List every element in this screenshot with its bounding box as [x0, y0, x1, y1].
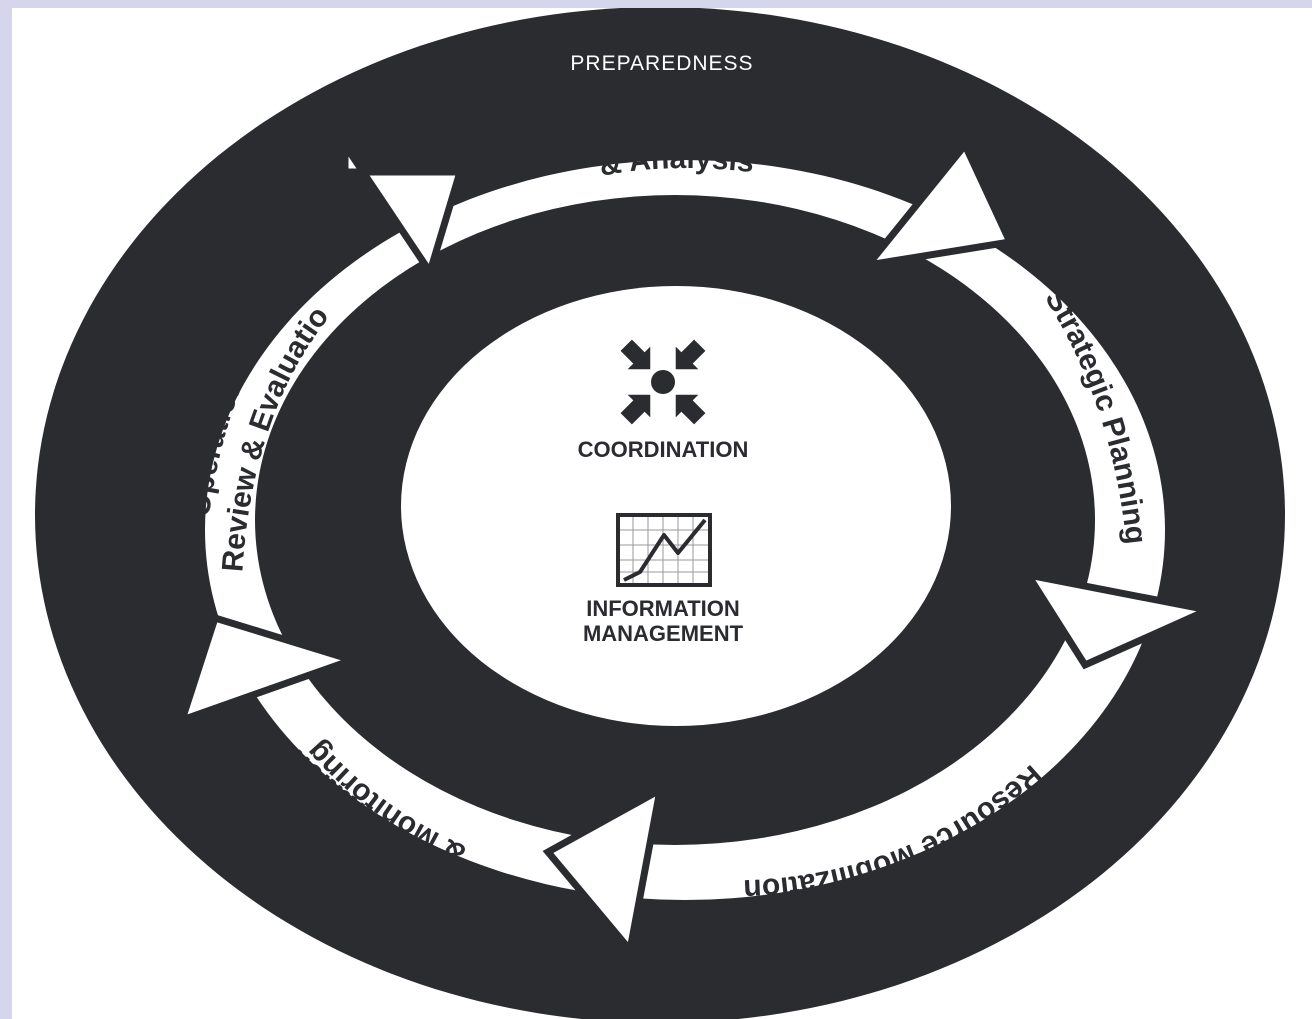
arrows-converging-icon: [620, 339, 706, 425]
center-hub: [401, 286, 951, 726]
arrowhead-needs-assessment: [859, 138, 1016, 270]
line-chart-icon: [616, 513, 712, 587]
arrowhead-resource-mobilization: [542, 783, 665, 958]
diagram-frame: PREPAREDNESS Needs Assessment & Analysis…: [12, 8, 1312, 1019]
cycle-diagram: PREPAREDNESS Needs Assessment & Analysis…: [12, 8, 1285, 1019]
arrowhead-strategic-planning: [1020, 570, 1220, 670]
coordination-label: COORDINATION: [578, 437, 749, 462]
information-label-line1: INFORMATION: [586, 596, 740, 621]
arrowhead-peer-review: [341, 133, 465, 281]
arrowhead-implementation: [176, 613, 364, 726]
information-label-line2: MANAGEMENT: [583, 621, 744, 646]
preparedness-label: PREPAREDNESS: [570, 52, 753, 75]
